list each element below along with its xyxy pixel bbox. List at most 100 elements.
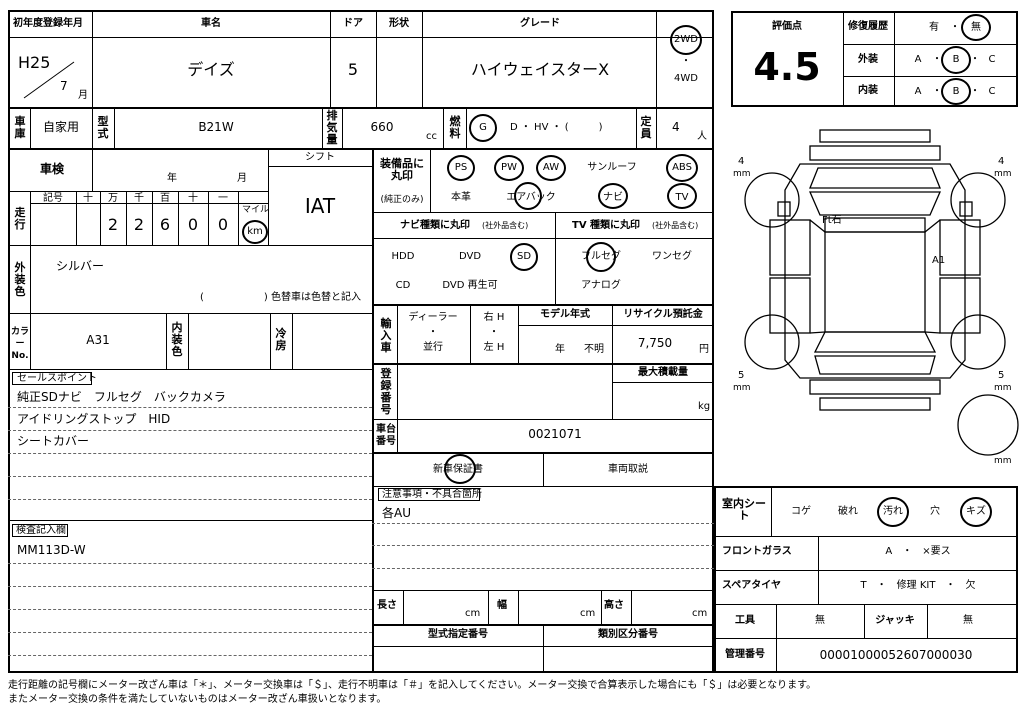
shaken-month-unit: 月 (237, 173, 247, 184)
import-dot: ・ (428, 327, 438, 338)
condition-panel (714, 486, 1018, 673)
equip-tv: TV (675, 192, 689, 203)
class-no-label: 類別区分番号 (598, 629, 658, 640)
chassis-label: 車台番号 (376, 424, 396, 447)
steering-dot: ・ (489, 327, 499, 338)
tv-fullseg: フルセグ (581, 251, 621, 262)
mileage-digit-3: 6 (159, 215, 171, 234)
tv-fullseg-circle (586, 242, 616, 272)
navi-hdd: HDD (391, 251, 415, 262)
rating-panel (731, 11, 1018, 107)
displacement-unit: cc (426, 131, 437, 142)
spare-label: スペアタイヤ (722, 580, 781, 591)
mgmt-value: 00001000052607000030 (819, 648, 973, 662)
length-unit: cm (465, 608, 481, 619)
tv-label: TV 種類に丸印 (572, 220, 641, 231)
mileage-digit-2: 2 (133, 215, 145, 234)
seat-tear: 破れ (838, 506, 858, 517)
navi-cd: CD (395, 280, 411, 291)
navi-label: ナビ種類に丸印 (400, 220, 470, 231)
rating-label: 評価点 (772, 21, 802, 32)
model-year-unit: 年 (555, 344, 565, 355)
model-year-unknown: 不明 (584, 344, 604, 355)
spare-value: T ・ 修理 KIT ・ 欠 (860, 580, 976, 591)
navi-dvd: DVD (458, 251, 482, 262)
mileage-sign-label: 記号 (43, 193, 63, 204)
inspection-form (8, 10, 714, 673)
mileage-digit-1: 2 (107, 215, 119, 234)
type-no-label: 型式指定番号 (428, 629, 488, 640)
use-label: 車庫 (14, 115, 26, 140)
seat-stain: 汚れ (883, 506, 903, 517)
tools-label: 工具 (735, 615, 755, 626)
color-no-value: A31 (86, 333, 110, 347)
diagram-mm-1: mm (733, 169, 751, 179)
car-name-value: デイズ (187, 60, 235, 79)
chassis-value: 0021071 (528, 427, 582, 441)
recycle-value: 7,750 (637, 336, 673, 350)
shaken-label: 車検 (40, 162, 65, 176)
exterior-color-label: 外装色 (14, 261, 26, 298)
mileage-digit-4: 0 (187, 215, 199, 234)
diagram-mm-4: mm (994, 383, 1012, 393)
displacement-value: 660 (370, 120, 394, 134)
seat-stain-circle (877, 497, 909, 527)
sales-line-1: 純正SDナビ フルセグ バックカメラ (17, 390, 226, 404)
interior-grade-a: A (914, 86, 922, 97)
interior-grade-b: B (952, 86, 960, 97)
registration-month-unit: 月 (78, 90, 88, 101)
equip-ps: PS (454, 162, 468, 173)
equip-pw: PW (501, 162, 517, 173)
recycle-unit: 円 (699, 344, 709, 355)
diagram-mm-3: mm (733, 383, 751, 393)
inspection-value: MM113D-W (17, 543, 86, 557)
sales-line-3: シートカバー (17, 434, 90, 448)
shift-label: シフト (305, 152, 335, 163)
aircon-label: 冷房 (275, 327, 287, 352)
steering-left: 左 H (483, 342, 505, 353)
mileage-unit-0: 十 (83, 193, 93, 204)
repair-yes: 有 (929, 22, 939, 33)
use-value: 自家用 (42, 120, 80, 134)
footer-line-1: 走行距離の記号欄にメーター改ざん車は「＊」、メーター交換車は「＄」、走行不明車は… (8, 680, 817, 691)
tools-value: 無 (815, 615, 825, 626)
max-load-label: 最大積載量 (638, 367, 688, 378)
recycle-label: リサイクル預託金 (623, 309, 703, 320)
diagram-mark-side: A1 (932, 255, 946, 266)
mileage-unit-label: マイル (242, 205, 270, 215)
car-damage-diagram (744, 129, 1019, 456)
navi-dvd-play: DVD 再生可 (442, 280, 498, 291)
fuel-options: D ・ HV ・ ( ) (510, 122, 603, 133)
length-label: 長さ (377, 600, 397, 611)
exterior-grade-c: C (988, 54, 996, 65)
grade-value: ハイウェイスターX (470, 60, 610, 79)
glass-label: フロントガラス (722, 546, 792, 557)
mgmt-label: 管理番号 (725, 649, 765, 660)
seat-scratch-circle (960, 497, 992, 527)
capacity-value: 4 (672, 120, 680, 134)
seat-label: 室内シート (722, 497, 766, 522)
shift-value: IAT (304, 194, 336, 218)
equip-navi: ナビ (603, 192, 623, 203)
interior-grade-dot2: ・ (970, 86, 980, 97)
manual-label: 車両取説 (608, 464, 648, 475)
seat-hole: 穴 (930, 506, 940, 517)
navi-sd: SD (516, 251, 532, 262)
mileage-unit-5: 一 (218, 193, 228, 204)
fuel-g: G (479, 122, 487, 133)
km-circle (242, 220, 268, 244)
interior-grade-c: C (988, 86, 996, 97)
tv-oneseg: ワンセグ (652, 251, 692, 262)
drive-2wd-circle (670, 25, 702, 55)
import-label: 輸入車 (380, 317, 392, 354)
shaken-year-unit: 年 (167, 173, 177, 184)
diagram-label-rear-right: 5 (998, 370, 1005, 381)
seat-burn: コゲ (791, 506, 811, 517)
diagram-mm-5: mm (994, 456, 1012, 466)
repair-dot: ・ (950, 22, 960, 33)
diagram-mark-windshield: Ft石 (822, 215, 842, 226)
equipment-sub: (純正のみ) (380, 195, 424, 205)
equip-airbag-circle (514, 182, 542, 210)
tv-sub: (社外品含む) (652, 221, 699, 230)
equipment-label: 装備品に丸印 (380, 157, 424, 182)
